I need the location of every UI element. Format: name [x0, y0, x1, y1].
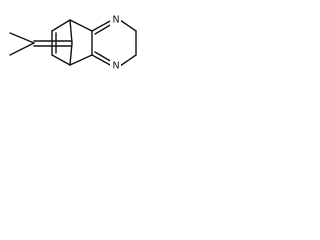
atom-n-bottom: N	[112, 61, 119, 72]
molecule-structure: N N	[9, 14, 137, 72]
bond-n-ch2-bottom	[119, 54, 137, 67]
bond-bh-top-fusion	[69, 19, 93, 32]
structure-canvas: N N	[0, 0, 147, 88]
bond-cn-top-a	[91, 19, 113, 32]
bond-methyl-lower	[9, 42, 35, 56]
bond-bh-top-alkene	[51, 19, 71, 32]
bond-cn-bottom-b	[94, 51, 113, 63]
bond-bridge-bottom	[69, 42, 73, 66]
bond-n-ch2-top	[119, 19, 137, 32]
bond-cn-bottom-a	[91, 54, 113, 67]
bond-bh-bottom-alkene	[51, 54, 71, 66]
bond-cn-top-b	[94, 23, 113, 35]
bond-methyl-upper	[9, 32, 35, 44]
bond-bh-bottom-fusion	[69, 54, 93, 66]
atom-n-top: N	[112, 15, 119, 26]
bond-bridge-top	[69, 19, 73, 44]
